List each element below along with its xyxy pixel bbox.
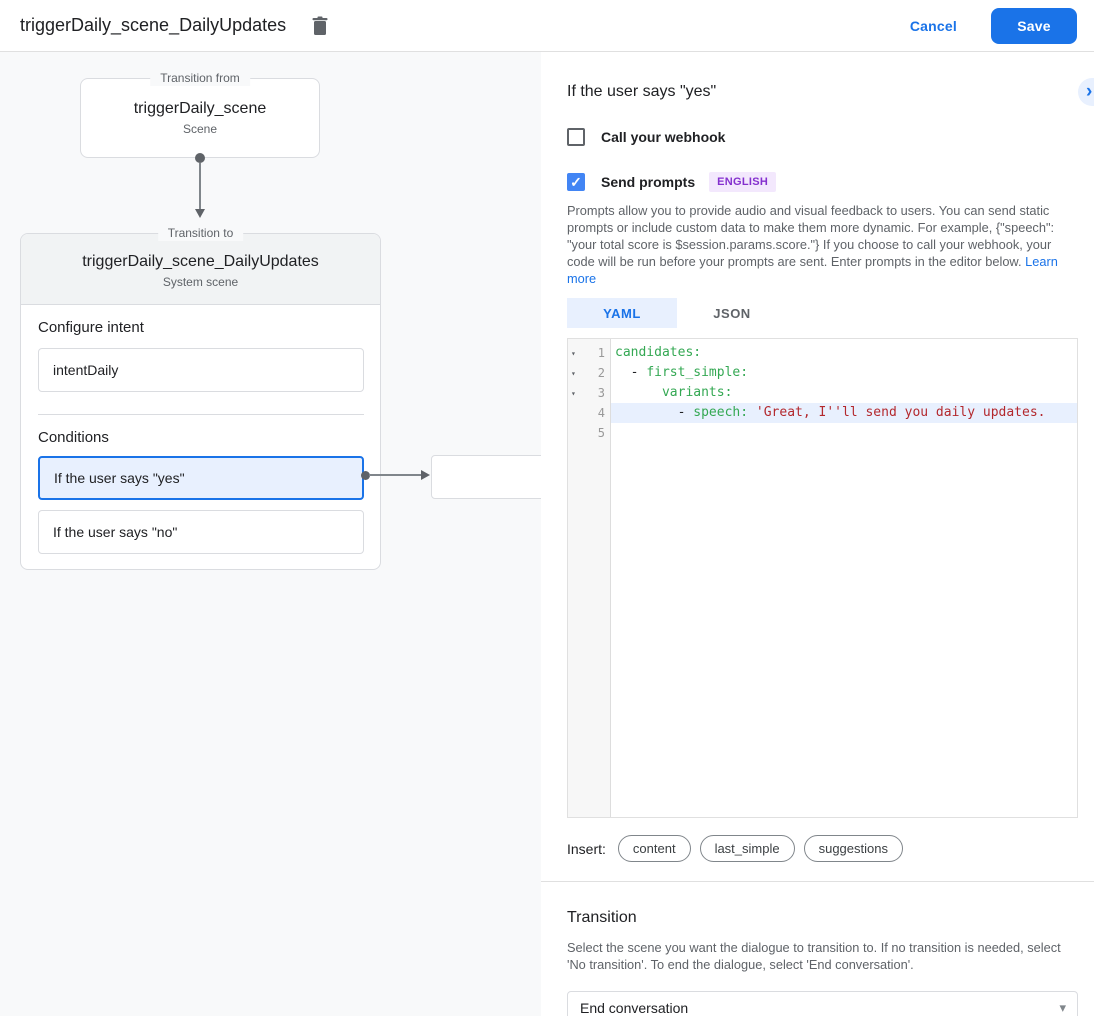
arrowhead-down-icon [195,209,205,218]
top-bar: triggerDaily_scene_DailyUpdates Cancel S… [0,0,1094,52]
send-prompts-label: Send prompts [601,174,696,190]
learn-more-link[interactable]: Learn more [567,254,1058,286]
scene-node-header: triggerDaily_scene_DailyUpdates System s… [21,234,380,305]
editor-code[interactable]: candidates: - first_simple: variants: - … [611,339,1077,817]
send-prompts-checkbox[interactable]: ✓ [567,173,585,191]
to-scene-title: triggerDaily_scene_DailyUpdates [82,253,319,270]
transition-select[interactable]: End conversation ▾ [567,991,1078,1016]
cancel-button[interactable]: Cancel [909,17,957,34]
insert-row: Insert: content last_simple suggestions [567,835,1078,862]
fold-caret-icon[interactable]: ▾ [571,348,576,358]
tab-json[interactable]: JSON [713,305,751,321]
to-scene-type: System scene [162,275,239,289]
code-token: - [615,365,647,380]
condition-label: If the user says "no" [53,524,178,540]
insert-label: Insert: [567,840,606,857]
transition-heading: Transition [567,909,637,926]
intent-value: intentDaily [53,362,119,378]
condition-item-no[interactable]: If the user says "no" [38,510,364,554]
transition-to-label: Transition to [157,226,244,241]
code-token: 'Great, I''ll send you daily updates. [755,405,1046,420]
trash-icon [311,16,329,36]
line-number: 1 [597,346,605,360]
transition-to-node[interactable]: Transition to triggerDaily_scene_DailyUp… [20,226,381,570]
condition-editor-panel: If the user says "yes" › Call your webho… [541,52,1094,1016]
code-token: first_simple: [646,365,749,380]
gutter-line[interactable]: ▾3 [568,383,610,403]
section-divider [38,414,364,415]
code-token [615,385,662,400]
connector-line [199,163,201,209]
gutter-line[interactable]: 5 [568,423,610,443]
line-number: 5 [597,426,605,440]
delete-scene-button[interactable] [304,10,336,42]
connector-dot [361,471,370,480]
transition-from-label: Transition from [150,71,250,86]
code-line[interactable] [611,423,1077,443]
arrowhead-right-icon [421,470,430,480]
intent-field[interactable]: intentDaily [38,348,364,392]
connector-dot [195,153,205,163]
gutter-line[interactable]: ▾1 [568,343,610,363]
dropdown-caret-icon: ▾ [1059,1000,1066,1015]
connector-line [369,474,421,476]
editor-format-tabs: YAML JSON [567,298,1078,328]
transition-from-node[interactable]: Transition from triggerDaily_scene Scene [80,71,320,158]
from-scene-type: Scene [182,122,218,136]
check-icon: ✓ [570,174,582,190]
panel-divider [541,881,1094,882]
condition-label: If the user says "yes" [54,470,185,486]
transition-select-value: End conversation [580,1000,689,1016]
line-number: 4 [597,406,605,420]
tab-yaml[interactable]: YAML [567,298,677,328]
call-webhook-checkbox[interactable] [567,128,585,146]
condition-item-yes[interactable]: If the user says "yes" [38,456,364,500]
insert-chip-content[interactable]: content [617,835,691,862]
page-title: triggerDaily_scene_DailyUpdates [20,15,287,35]
flow-arrow-vertical [195,153,206,270]
chevron-right-icon: › [1086,81,1093,102]
code-token: variants: [661,385,733,400]
fold-caret-icon[interactable]: ▾ [571,368,576,378]
language-badge: ENGLISH [709,172,777,192]
code-line[interactable]: - first_simple: [611,363,1077,383]
prompts-description: Prompts allow you to provide audio and v… [567,203,1058,286]
scene-flow-canvas: Transition from triggerDaily_scene Scene… [0,52,541,1016]
configure-intent-heading: Configure intent [38,319,144,336]
transition-description: Select the scene you want the dialogue t… [567,940,1061,972]
panel-title-row: If the user says "yes" › [567,78,1094,106]
code-line[interactable]: candidates: [611,343,1077,363]
fold-caret-icon[interactable]: ▾ [571,388,576,398]
code-line[interactable]: - speech: 'Great, I''ll send you daily u… [611,403,1077,423]
insert-chip-last-simple[interactable]: last_simple [699,835,795,862]
code-token: speech: [693,405,749,420]
line-number: 2 [597,366,605,380]
send-prompts-row: ✓ Send prompts ENGLISH [567,172,1078,192]
code-token: candidates: [615,345,702,360]
panel-title: If the user says "yes" [567,83,717,100]
gutter-line[interactable]: ▾2 [568,363,610,383]
conditions-heading: Conditions [38,429,109,446]
save-button[interactable]: Save [991,7,1077,44]
code-token: - [615,405,694,420]
conditions-section: Conditions If the user says "yes" If the… [21,415,380,554]
configure-intent-section: Configure intent intentDaily [21,305,380,415]
code-token [748,405,756,420]
webhook-row: Call your webhook [567,128,1078,146]
from-scene-title: triggerDaily_scene [133,100,267,117]
transition-target-node[interactable] [431,455,541,499]
flow-arrow-horizontal [361,470,434,482]
code-line[interactable]: variants: [611,383,1077,403]
line-number: 3 [597,386,605,400]
call-webhook-label: Call your webhook [601,129,726,145]
gutter-line[interactable]: 4 [568,403,610,423]
collapse-panel-button[interactable]: › [1078,78,1094,106]
insert-chip-suggestions[interactable]: suggestions [803,835,903,862]
